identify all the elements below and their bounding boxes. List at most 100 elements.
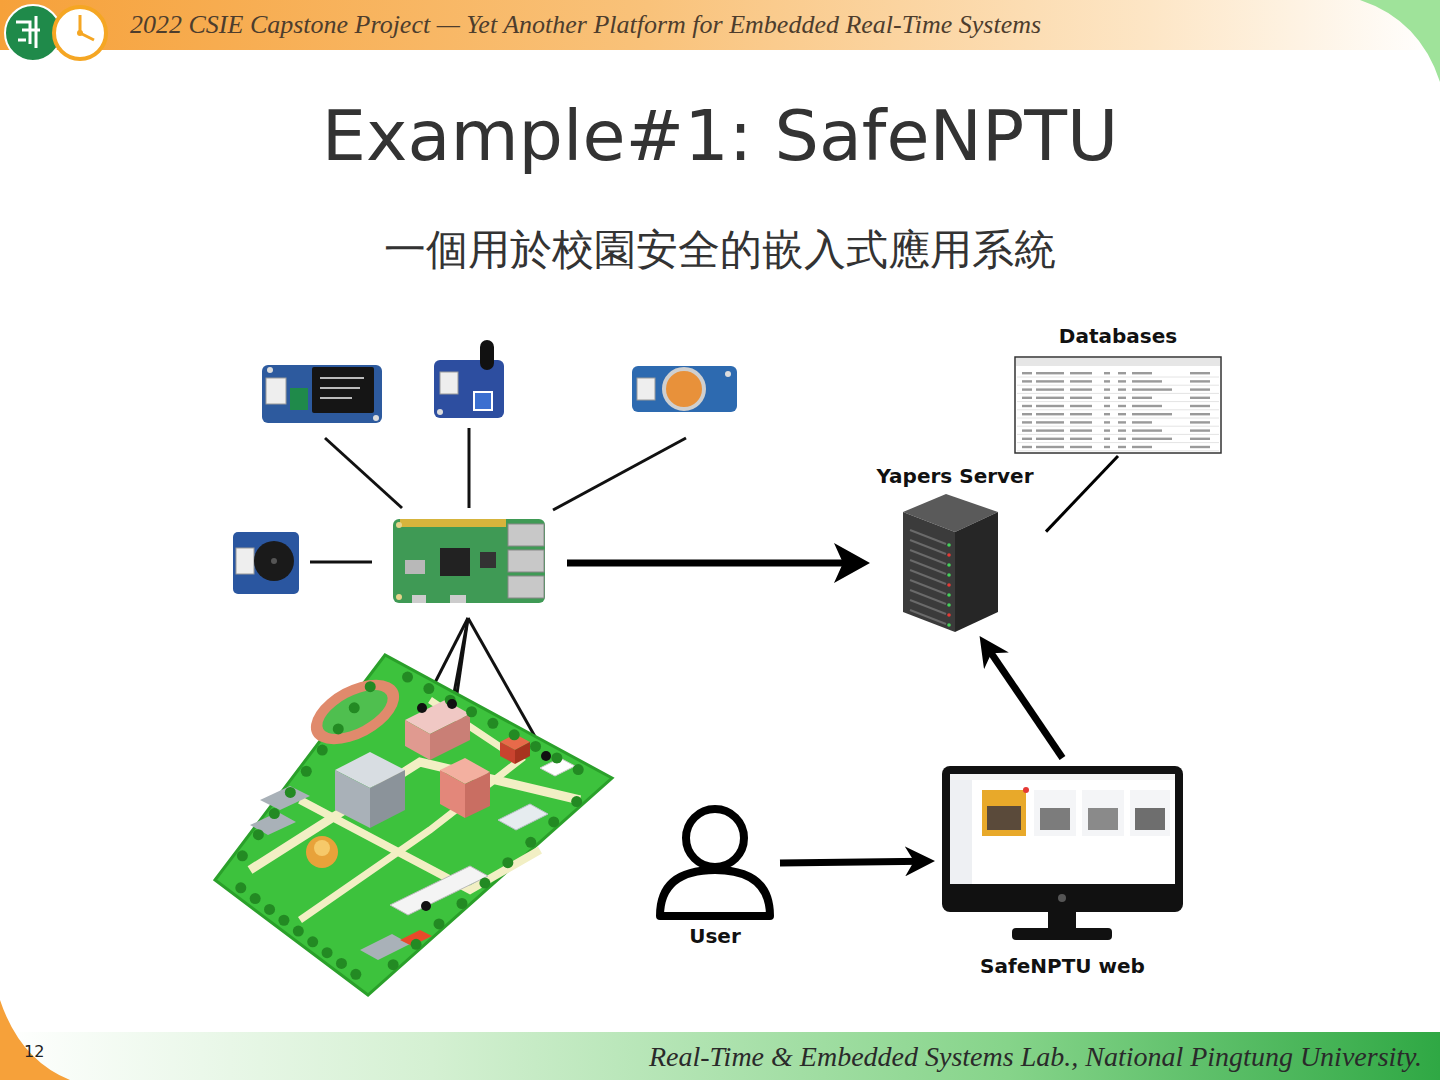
map-pin [541,751,551,761]
relay-module [373,415,379,421]
map-tree [237,850,248,861]
raspberry-pi [393,519,545,603]
gas-sensor [725,371,731,377]
table-row [1017,413,1219,418]
footer-text: Real-Time & Embedded Systems Lab., Natio… [649,1039,1422,1075]
label-box: 2022 CSIE Capstone Project — Yet Another… [130,8,1041,42]
map-tree [269,808,280,819]
map-tree [350,969,361,980]
table-row [1104,388,1110,390]
user-icon [660,809,770,916]
server-led [947,593,951,597]
monitor-icon [950,774,1175,780]
monitor-icon [1058,894,1066,902]
database-table [1015,357,1221,453]
table-row [1118,429,1126,431]
monitor-icon [1012,928,1112,940]
table-row [1190,405,1210,407]
table-row [1017,426,1219,427]
lab-logo [5,5,106,61]
table-row [1070,438,1092,440]
map-tree [235,672,583,980]
table-row [1190,413,1210,415]
table-row [1036,388,1064,390]
table-row [1118,405,1126,407]
server-led [947,623,951,627]
table-row [1132,446,1152,448]
gas-sensor [632,366,737,412]
relay-module [267,367,273,373]
server-led [947,613,951,617]
map-tree [551,752,562,763]
campus-map [370,770,405,828]
footer-bar [0,1000,1440,1080]
slide-subtitle: 一個用於校園安全的嵌入式應用系統 [384,222,1056,278]
map-tree [336,958,347,969]
table-row [1190,429,1210,431]
server-led [947,603,951,607]
table-row [1036,372,1064,374]
buzzer-module [254,541,294,581]
table-row [1070,397,1092,399]
header-bar [1360,0,1440,82]
server-led [910,550,951,567]
table-row [1017,450,1219,451]
map-tree [307,936,318,947]
raspberry-pi [508,524,544,546]
map-tree [349,702,360,713]
campus-map [215,655,612,995]
label-box: 12 [24,1041,44,1063]
table-row [1190,372,1210,374]
monitor-icon [1023,787,1029,793]
flame-sensor [474,392,492,410]
table-row [1118,397,1126,399]
monitor-icon [987,806,1021,830]
table-row [1118,388,1126,390]
server-led [947,553,951,557]
raspberry-pi [450,595,466,603]
relay-module [312,367,374,413]
map-tree [388,959,399,970]
raspberry-pi [440,548,470,576]
monitor-icon [942,766,1183,940]
gas-sensor [632,366,737,412]
server-led [910,530,951,547]
gas-sensor [664,369,704,409]
map-tree [487,718,498,729]
campus-map [440,770,465,818]
connector [780,861,923,863]
table-row [1022,438,1032,440]
table-row [1132,397,1152,399]
header-text: 2022 CSIE Capstone Project — Yet Another… [130,8,1041,42]
table-row [1118,438,1126,440]
campus-map [500,742,515,764]
server-led [947,563,951,567]
relay-module [290,388,308,410]
user-icon [660,870,770,916]
server-led [947,573,951,577]
node-label: Yapers Server [872,464,1037,488]
campus-map [300,800,540,890]
table-row [1022,397,1032,399]
server-icon [903,512,955,632]
raspberry-pi [393,519,545,603]
map-tree [423,683,434,694]
flame-sensor [434,360,504,418]
campus-map [335,770,370,828]
monitor-icon [1135,808,1165,830]
map-tree [479,878,490,889]
connector [986,646,1062,758]
server-led [947,543,951,547]
map-pin [421,901,431,911]
buzzer-module [233,532,299,594]
sensor-wire [310,561,372,564]
table-row [1017,372,1219,451]
monitor-icon [950,774,972,884]
monitor-icon [1048,912,1076,930]
map-tree [411,939,422,950]
sensor-wire [553,438,686,510]
table-row [1017,380,1219,385]
table-row [1022,405,1032,407]
map-tree [548,816,559,827]
